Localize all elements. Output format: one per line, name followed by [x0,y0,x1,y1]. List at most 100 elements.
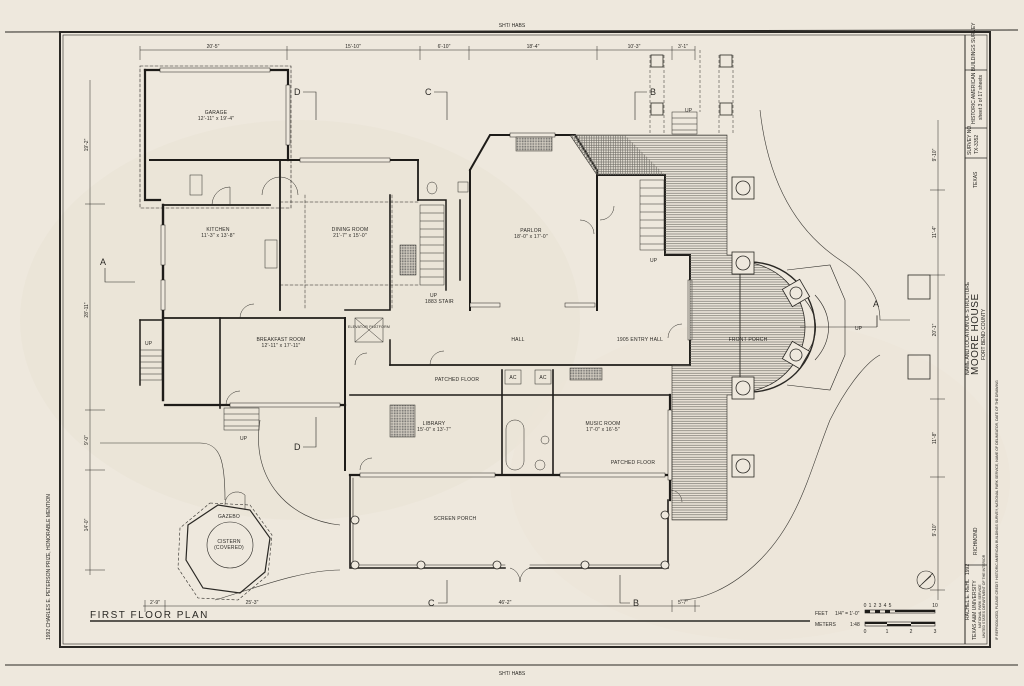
music-room-label: MUSIC ROOM [585,421,620,427]
county: FORT BEND COUNTY [981,308,987,360]
dimension-labels: 20'-5" 15'-10" 6'-10" 18'-4" 10'-3" 3'-1… [84,44,938,606]
stairs [139,111,698,431]
svg-text:46'-2": 46'-2" [499,600,512,606]
state: TEXAS [973,171,979,188]
fixtures [189,174,552,471]
survey-no: TX-3352 [974,135,980,154]
svg-text:25'-3": 25'-3" [246,600,259,606]
section-letters: D C B A A D C B [100,87,879,608]
drawing-title: FIRST FLOOR PLAN [90,610,810,622]
structure-name: MOORE HOUSE [970,293,981,375]
title-block-text: HISTORIC AMERICAN BUILDINGS SURVEY sheet… [965,22,999,640]
svg-text:UP: UP [685,108,693,114]
svg-text:UP: UP [145,341,153,347]
library-label: LIBRARY [423,421,446,427]
svg-text:2'-9": 2'-9" [150,600,160,606]
graphic-scale: FEET 1/4" = 1'-0" METERS 1:48 0 1 2 3 4 … [815,603,938,635]
stair-label: 1883 STAIR [425,299,454,305]
svg-text:17'-0" x 16'-5": 17'-0" x 16'-5" [586,427,620,433]
svg-text:21'-7" x 15'-0": 21'-7" x 15'-0" [333,233,367,239]
section-markers [104,91,878,604]
agency-1: NATIONAL PARK SERVICE [978,584,982,628]
svg-text:UP: UP [430,293,438,299]
svg-text:B: B [633,598,639,608]
delineator: RACHEL E. REHL [965,579,971,620]
svg-text:9'-10": 9'-10" [932,148,938,161]
svg-text:A: A [873,299,879,309]
garage-label: GARAGE [205,110,228,116]
gazebo [177,491,273,601]
breakfast-room-label: BREAKFAST ROOM [256,337,305,343]
left-margin-note: 1992 CHARLES E. PETERSON PRIZE, HONORABL… [46,494,52,640]
svg-text:19'-2": 19'-2" [84,138,90,151]
svg-text:C: C [425,87,432,97]
svg-text:D: D [294,87,301,97]
svg-text:5'-7": 5'-7" [678,600,688,606]
svg-text:5: 5 [889,603,892,609]
svg-text:11'-4": 11'-4" [932,226,938,239]
svg-text:3'-1": 3'-1" [678,44,688,50]
front-porch-label: FRONT PORCH [729,337,768,343]
patched-floor-label-2: PATCHED FLOOR [611,460,656,466]
svg-text:D: D [294,442,301,452]
svg-text:10: 10 [932,603,938,609]
svg-text:10'-3": 10'-3" [628,44,641,50]
sheet-border [4,29,1019,666]
svg-text:18'-0" x 17'-0": 18'-0" x 17'-0" [514,234,548,240]
svg-text:METERS: METERS [815,622,837,628]
svg-text:28'-11": 28'-11" [84,302,90,317]
svg-text:1/4" = 1'-0": 1/4" = 1'-0" [835,611,860,617]
entry-hall-label: 1905 ENTRY HALL [617,337,663,343]
svg-text:0: 0 [864,629,867,635]
room-labels: GARAGE 12'-11" x 19'-4" KITCHEN 11'-3" x… [145,108,863,551]
svg-text:UP: UP [650,258,658,264]
porch-columns [350,54,811,570]
sheet-number: sheet 3 of 17 sheets [978,74,984,120]
right-site-steps [907,274,931,380]
windows [159,67,693,481]
svg-text:B: B [650,87,656,97]
cistern-label: CISTERN [217,539,241,545]
porch-column-guides [649,50,734,135]
svg-text:6'-10": 6'-10" [438,44,451,50]
bottom-margin-note: SHT/ HABS [499,671,526,677]
svg-text:0: 0 [864,603,867,609]
door-swings [211,176,683,583]
landscape-lines [100,109,910,601]
svg-text:12'-11" x 17'-11": 12'-11" x 17'-11" [262,343,301,349]
parlor-label: PARLOR [520,228,542,234]
svg-text:20'-5": 20'-5" [207,44,220,50]
svg-text:AC: AC [509,375,517,381]
year: 1992 [965,564,971,575]
gazebo-label: GAZEBO [218,514,240,520]
plan-title: FIRST FLOOR PLAN [90,610,209,621]
dimension-lines [85,46,945,612]
svg-text:12'-11" x 19'-4": 12'-11" x 19'-4" [198,116,234,122]
north-arrow-icon [916,570,936,590]
screen-porch-label: SCREEN PORCH [434,516,477,522]
survey-name: HISTORIC AMERICAN BUILDINGS SURVEY [971,22,977,124]
elevator-label: ELEVATOR PLATFORM [348,325,390,329]
title-block [964,35,987,644]
svg-text:FEET: FEET [815,611,828,617]
dining-room-label: DINING ROOM [332,227,369,233]
svg-text:2: 2 [910,629,913,635]
kitchen-label: KITCHEN [206,227,230,233]
svg-text:11'-3" x 13'-8": 11'-3" x 13'-8" [201,233,234,239]
svg-text:11'-8": 11'-8" [932,432,938,445]
svg-text:1: 1 [886,629,889,635]
svg-text:UP: UP [855,326,863,332]
svg-text:4: 4 [884,603,887,609]
svg-text:UP: UP [240,436,248,442]
svg-text:A: A [100,257,106,267]
svg-text:15'-10": 15'-10" [345,44,361,50]
location-city: RICHMOND [973,527,979,555]
svg-text:18'-4": 18'-4" [527,44,540,50]
svg-text:9'-0": 9'-0" [84,435,90,445]
svg-text:1: 1 [869,603,872,609]
fireplaces [389,136,603,438]
agency-2: UNITED STATES DEPARTMENT OF THE INTERIOR [982,554,986,638]
survey-no-label: SURVEY NO. [967,124,973,155]
svg-text:C: C [428,598,435,608]
